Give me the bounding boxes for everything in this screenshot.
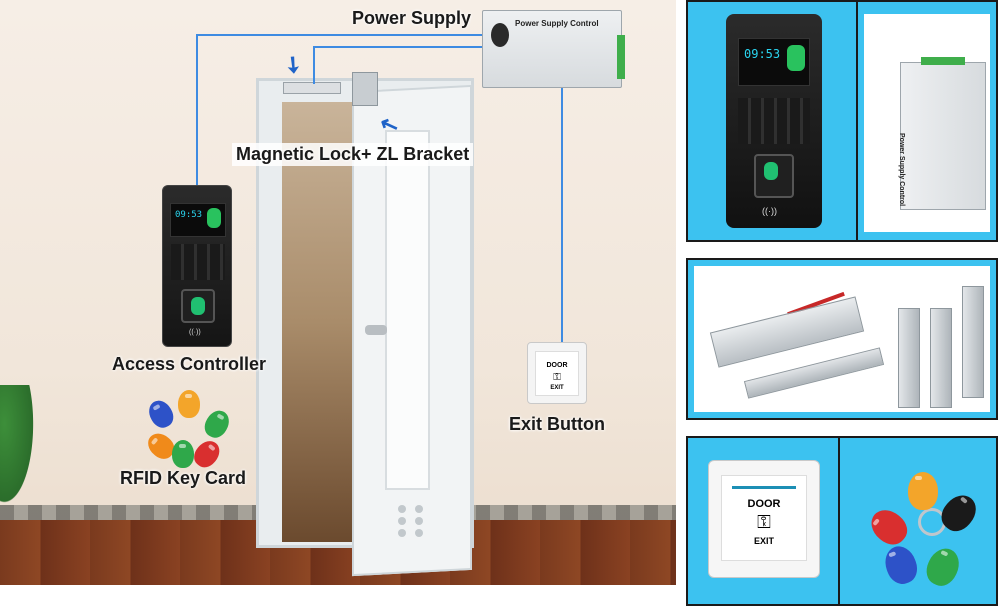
rfid-fob-red <box>189 436 225 472</box>
zl-bracket-1 <box>898 308 920 408</box>
installation-scene: ➘ ↖ Power Supply Control 09:53 ((·)) DOO… <box>0 0 676 610</box>
zl-bracket <box>352 72 378 106</box>
fingerprint-sensor <box>181 289 215 323</box>
panel-controller-psu: 09:53 ((·)) Power Supply Control <box>686 0 998 242</box>
label-exit-button: Exit Button <box>509 414 605 434</box>
panel-divider <box>838 438 840 604</box>
brand-logo <box>491 23 509 47</box>
fingerprint-icon <box>207 208 221 228</box>
rfid-fob-blue <box>144 396 178 432</box>
psu-name: Power Supply Control <box>898 133 905 207</box>
wire-psu-to-controller-h <box>196 34 484 36</box>
panel-exit-fobs: DOOR ⚿ EXIT <box>686 436 998 606</box>
door-vent-holes <box>398 505 428 537</box>
wire-psu-to-lock-v <box>313 46 315 84</box>
label-rfid-card: RFID Key Card <box>120 468 247 488</box>
exit-text: EXIT <box>550 385 564 391</box>
rfid-fob-blue <box>880 542 922 588</box>
exit-button-device: DOOR ⚿ EXIT <box>527 342 587 404</box>
power-supply-unit: Power Supply Control <box>482 10 625 88</box>
key-icon: ⚿ <box>757 512 771 532</box>
rfid-fob-green <box>200 406 234 442</box>
controller-screen: 09:53 <box>170 203 226 237</box>
psu-product: Power Supply Control <box>898 57 986 210</box>
label-power-supply: Power Supply <box>352 8 472 28</box>
nfc-icon: ((·)) <box>762 206 777 216</box>
controller-product: 09:53 ((·)) <box>726 14 822 228</box>
psu-name: Power Supply Control <box>515 19 599 28</box>
zl-bracket-2 <box>930 308 952 408</box>
label-access-controller: Access Controller <box>112 354 267 374</box>
exit-button-product: DOOR ⚿ EXIT <box>708 460 820 578</box>
wire-psu-to-lock-h <box>313 46 484 48</box>
label-magnetic-lock: Magnetic Lock+ ZL Bracket <box>232 143 474 166</box>
keypad <box>171 244 225 280</box>
nfc-icon: ((·)) <box>189 329 201 336</box>
door-opening <box>282 102 352 542</box>
exit-door-text: DOOR <box>546 362 568 369</box>
fingerprint-sensor <box>754 154 794 198</box>
lock-product-card <box>694 266 990 412</box>
blue-bar <box>732 486 796 489</box>
rfid-fob-red <box>864 503 914 551</box>
arrow-to-lock-icon: ➘ <box>278 49 309 81</box>
rfid-fob-yellow <box>178 390 200 418</box>
rfid-fob-green <box>921 543 965 591</box>
clock-display: 09:53 <box>744 47 781 61</box>
rfid-fob-orange <box>908 472 938 510</box>
magnetic-lock <box>283 82 341 94</box>
wire-psu-to-controller-v <box>196 34 198 186</box>
wire-psu-to-exit <box>561 88 563 343</box>
exit-door-text: DOOR <box>747 498 781 510</box>
door-glass-panel <box>385 130 430 490</box>
door-handle <box>365 325 387 335</box>
fob-bundle <box>846 446 992 598</box>
plant-decoration <box>0 385 38 515</box>
rfid-fob-green2 <box>172 440 194 468</box>
zl-bracket-3 <box>962 286 984 398</box>
panel-divider <box>856 2 858 240</box>
floor-edge <box>0 585 676 610</box>
psu-product-card: Power Supply Control <box>864 14 990 232</box>
access-controller-device: 09:53 ((·)) <box>162 185 232 347</box>
controller-screen: 09:53 <box>738 38 810 86</box>
key-icon: ⚿ <box>553 372 561 383</box>
terminal-block <box>617 35 625 79</box>
panel-lock-brackets <box>686 258 998 420</box>
exit-text: EXIT <box>753 536 774 546</box>
clock-display: 09:53 <box>175 210 203 220</box>
terminal-block <box>921 57 965 65</box>
fingerprint-icon <box>787 45 805 71</box>
keypad <box>738 98 810 144</box>
